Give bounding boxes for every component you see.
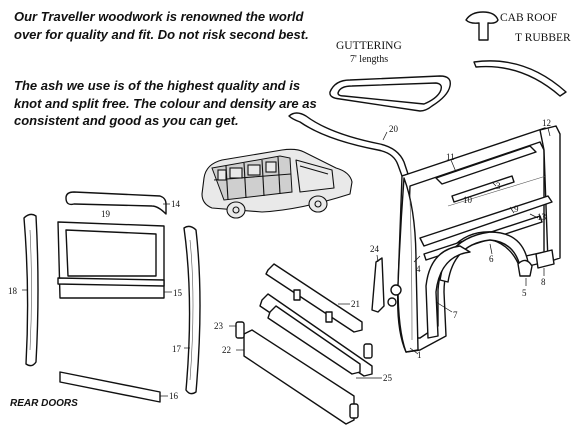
part-number-10: 10 bbox=[463, 195, 473, 205]
part-number-7: 7 bbox=[453, 310, 458, 320]
guttering-label: GUTTERING bbox=[336, 40, 402, 52]
rear-doors-label: REAR DOORS bbox=[10, 398, 78, 409]
guttering-length-label: 7' lengths bbox=[350, 54, 388, 65]
intro-paragraph-2: The ash we use is of the highest quality… bbox=[14, 78, 317, 128]
part-21-strip bbox=[265, 263, 363, 333]
part-number-19: 19 bbox=[101, 209, 111, 219]
part-11-top-rail bbox=[435, 145, 537, 185]
part-number-4: 4 bbox=[416, 264, 421, 274]
part-12-rear-post bbox=[539, 125, 561, 263]
part-5-block bbox=[517, 259, 533, 277]
part-number-20: 20 bbox=[389, 124, 399, 134]
part-number-12: 12 bbox=[542, 118, 551, 128]
cab-roof-label: CAB ROOF bbox=[500, 12, 557, 24]
part-number-23: 23 bbox=[214, 321, 224, 331]
part-number-21: 21 bbox=[351, 299, 360, 309]
part-number-16: 16 bbox=[169, 391, 179, 401]
part-number-17: 17 bbox=[172, 344, 182, 354]
part-number-1: 1 bbox=[417, 350, 422, 360]
part-number-5: 5 bbox=[522, 288, 527, 298]
part-8-block bbox=[535, 249, 555, 269]
part-16-bottom-rail bbox=[59, 371, 161, 403]
part-number-11: 11 bbox=[446, 152, 455, 162]
part-22-panel bbox=[243, 329, 355, 425]
part-18-left-post bbox=[23, 213, 39, 367]
part-23-block bbox=[235, 321, 245, 339]
part-10-panel-line bbox=[447, 175, 547, 207]
intro-paragraph-1: Our Traveller woodwork is renowned the w… bbox=[14, 9, 309, 42]
part-7-lower-arch bbox=[425, 245, 471, 339]
part-9-waist-rail bbox=[419, 195, 553, 247]
part-number-24: 24 bbox=[370, 244, 380, 254]
part-17-right-post bbox=[183, 225, 201, 395]
part-number-22: 22 bbox=[222, 345, 231, 355]
part-number-18: 18 bbox=[8, 286, 18, 296]
part-number-6: 6 bbox=[489, 254, 494, 264]
part-number-13: 13 bbox=[537, 212, 547, 222]
guttering-frame bbox=[329, 75, 451, 112]
part-24-strip bbox=[371, 257, 385, 313]
traveller-car-illustration bbox=[201, 148, 353, 219]
part-number-15: 15 bbox=[173, 288, 183, 298]
part-14-door-top-rail bbox=[65, 191, 167, 215]
part-3-rail bbox=[451, 175, 515, 203]
cab-roof-t-rubber bbox=[465, 11, 567, 97]
part-number-25: 25 bbox=[383, 373, 393, 383]
t-rubber-label: T RUBBER bbox=[515, 32, 571, 44]
part-number-8: 8 bbox=[541, 277, 546, 287]
part-number-3: 3 bbox=[496, 181, 501, 191]
part-number-9: 9 bbox=[514, 204, 519, 214]
part-number-14: 14 bbox=[171, 199, 181, 209]
